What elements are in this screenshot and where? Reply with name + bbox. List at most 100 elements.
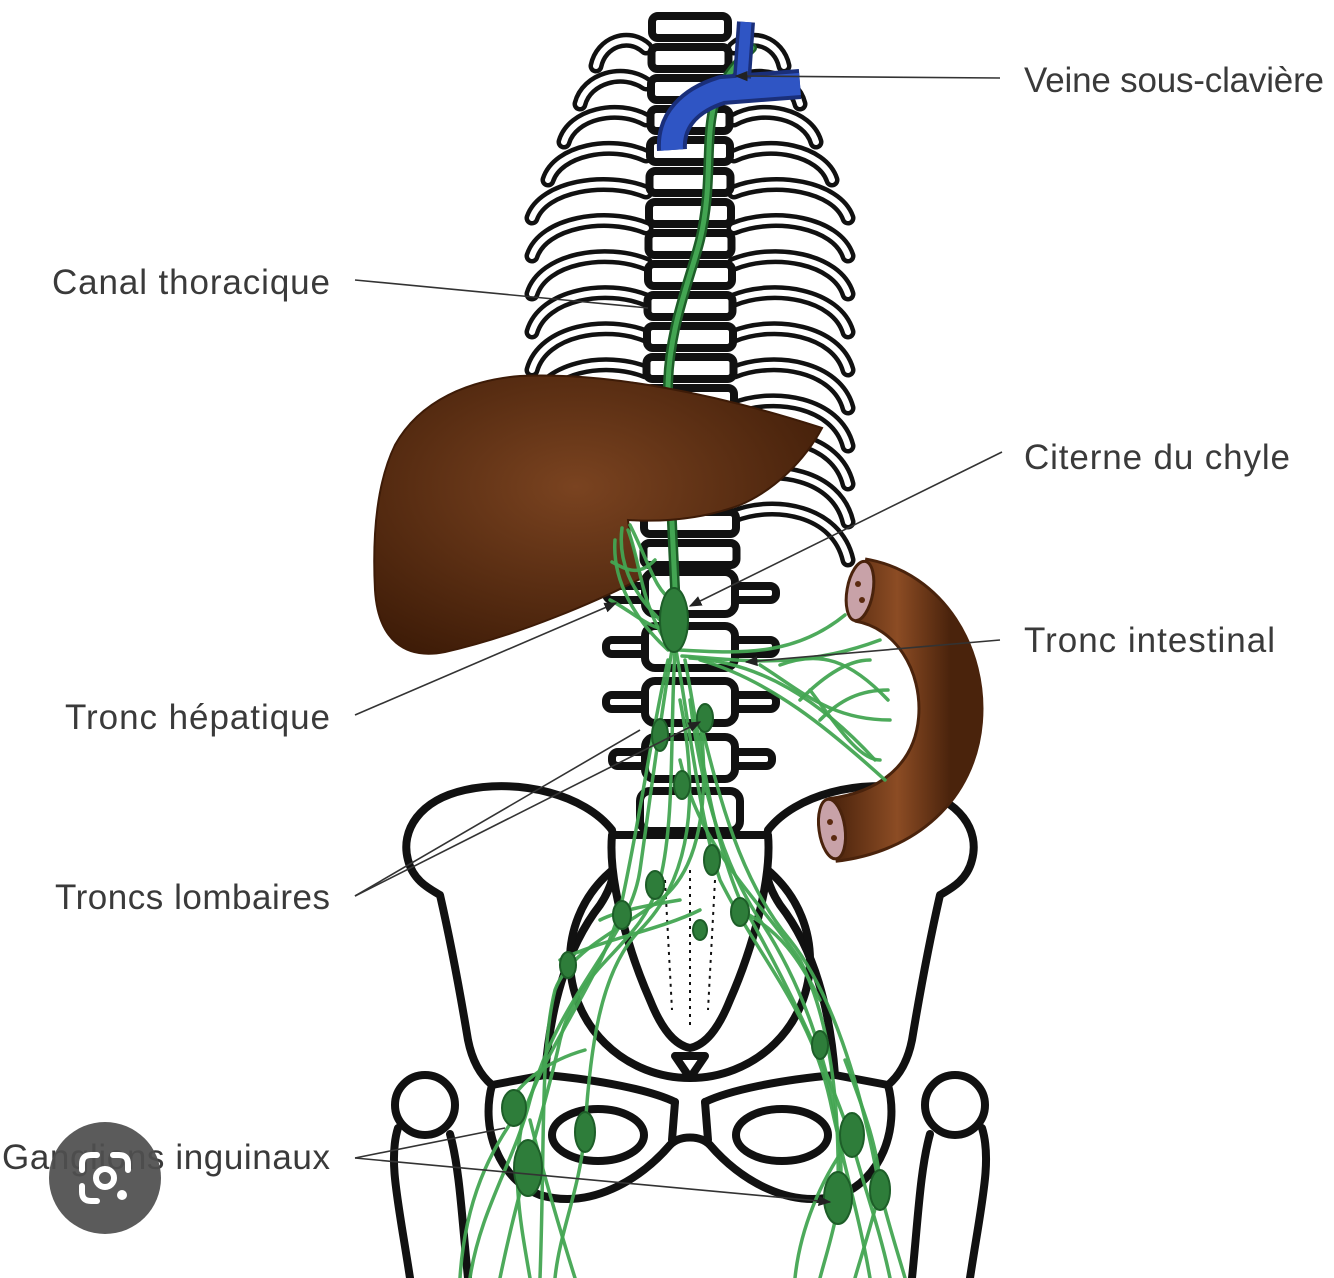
leader-canal-thoracique — [354, 279, 649, 309]
thoracic-vertebra — [647, 43, 733, 73]
label-tronc-intestinal: Tronc intestinal — [1024, 621, 1275, 660]
lens-center-glyph — [93, 1166, 117, 1190]
intestine-lumen-dot — [831, 835, 837, 841]
left-obturator-foramen — [548, 1105, 648, 1165]
intestine-segment — [816, 557, 984, 863]
lumbar-vertebra-1 — [641, 568, 739, 618]
rib-left — [572, 68, 654, 112]
leader-tronc-hepatique — [354, 602, 618, 716]
thoracic-vertebra — [643, 291, 737, 321]
left-femoral-head — [391, 1071, 459, 1139]
lumbar-lymph-vessel-left — [468, 648, 674, 1278]
sacral-foramina — [664, 870, 716, 1030]
jugular-vein — [736, 21, 752, 79]
left-ilium — [402, 782, 619, 1089]
thoracic-vertebra — [639, 539, 741, 569]
intestine-cut-section-top — [844, 559, 876, 623]
lumbar-lymph-node — [651, 718, 669, 752]
rib-core — [529, 181, 649, 221]
brachiocephalic-vein — [660, 73, 801, 151]
rib-left — [524, 177, 654, 226]
google-lens-icon[interactable] — [49, 1122, 161, 1234]
rib-core — [593, 37, 649, 69]
intestinal-lymph-vessel — [698, 658, 887, 782]
intestine-cut-section-bottom — [816, 797, 848, 861]
lumbar-lymph-node — [703, 844, 721, 876]
thoracic-vertebra — [648, 12, 732, 42]
rib-right — [726, 213, 856, 264]
rib-right — [726, 321, 856, 378]
pelvic-lymph-node — [645, 870, 665, 900]
rib-core — [731, 217, 851, 259]
cisterna-chyli — [659, 587, 689, 653]
rib-core — [731, 397, 851, 449]
inguinal-lymph-node — [869, 1169, 891, 1211]
rib-core — [731, 289, 851, 335]
rib-left — [556, 104, 654, 150]
lumbar-lymph-node — [673, 770, 691, 800]
pelvic-lymph-node — [811, 1030, 829, 1060]
rib-core — [731, 361, 851, 411]
rib-core — [529, 253, 649, 297]
thoracic-vertebra — [645, 167, 735, 197]
pelvic-lymph-node — [730, 897, 750, 927]
rib-core — [731, 506, 851, 563]
rib-core — [529, 217, 649, 259]
rib-right — [726, 104, 824, 150]
liver — [373, 374, 824, 655]
rib-right — [726, 285, 856, 340]
hepatic-lymph-vessel — [613, 538, 670, 652]
intestine-wall — [827, 560, 981, 860]
inguinal-lymph-node — [513, 1139, 543, 1197]
leader-troncs-lombaires — [354, 729, 641, 897]
left-femur-inner — [446, 1130, 472, 1278]
intestinal-lymph-network — [798, 658, 890, 762]
rib-left — [524, 213, 654, 264]
rib-right — [726, 177, 856, 226]
rib-core — [731, 145, 835, 183]
leader-ganglions-inguinaux — [354, 1127, 506, 1159]
lumbar-lymph-vessel-left — [553, 698, 692, 1278]
label-canal-thoracique: Canal thoracique — [52, 263, 330, 302]
rib-core — [731, 181, 851, 221]
rib-right — [726, 501, 856, 568]
right-femur-inner — [908, 1130, 934, 1278]
intestine-lumen-dot — [859, 597, 865, 603]
rib-core — [577, 73, 649, 107]
leader-citerne-du-chyle — [688, 451, 1003, 607]
coccyx — [671, 1052, 709, 1082]
lens-frame-glyph — [79, 1152, 131, 1204]
rib-core — [545, 145, 649, 183]
inguinal-lymph-node — [839, 1112, 865, 1158]
label-citerne-du-chyle: Citerne du chyle — [1024, 438, 1290, 477]
leader-lines — [354, 70, 1003, 1207]
rib-core — [731, 253, 851, 297]
rib-left — [540, 140, 654, 188]
rib-right — [726, 249, 856, 302]
intestinal-lymph-vessel — [688, 656, 877, 762]
rib-left — [524, 321, 654, 378]
inguinal-lymph-node — [574, 1111, 596, 1153]
pubic-symphysis — [668, 1098, 712, 1144]
lymph-nodes — [501, 587, 891, 1225]
intestinal-lymph-vessel — [676, 613, 847, 654]
label-veine-sous-claviere: Veine sous-clavière — [1024, 61, 1324, 100]
subclavian-vein — [656, 21, 802, 151]
rib-right — [726, 357, 856, 416]
intestine-lumen-dot — [855, 581, 861, 587]
pelvic-lymph-node — [612, 900, 632, 930]
rib-left — [588, 32, 654, 74]
rib-core — [731, 109, 819, 145]
rib-right — [726, 393, 856, 454]
lens-button-background[interactable] — [49, 1122, 161, 1234]
rib-outline — [726, 501, 856, 568]
thoracic-vertebra — [644, 229, 736, 259]
right-femur-outer — [966, 1124, 991, 1278]
lumbar-lymph-vessel-right — [698, 718, 907, 1278]
thoracic-vertebra — [642, 353, 738, 383]
rib-core — [529, 325, 649, 373]
label-troncs-lombaires: Troncs lombaires — [55, 878, 330, 917]
rib-core — [561, 109, 649, 145]
inguinal-lymph-node — [501, 1089, 527, 1127]
